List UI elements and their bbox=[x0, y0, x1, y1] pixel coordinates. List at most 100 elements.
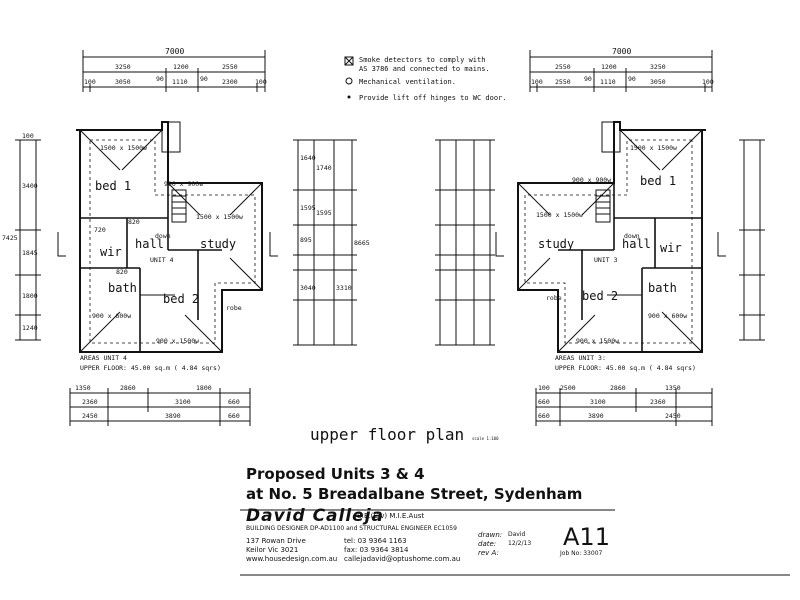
svg-text:900 x 900w: 900 x 900w bbox=[164, 180, 203, 188]
svg-text:2300: 2300 bbox=[222, 78, 238, 86]
drawn-label: drawn: bbox=[478, 531, 503, 539]
address-1: 137 Rowan Drive bbox=[246, 537, 306, 545]
svg-text:down: down bbox=[155, 232, 171, 240]
svg-text:8665: 8665 bbox=[354, 239, 370, 247]
u3-bath: bath bbox=[648, 281, 677, 295]
svg-text:100: 100 bbox=[84, 78, 96, 86]
svg-text:100: 100 bbox=[255, 78, 267, 86]
plan-scale: scale 1:100 bbox=[472, 436, 499, 441]
svg-text:660: 660 bbox=[228, 412, 240, 420]
svg-text:90: 90 bbox=[584, 75, 592, 83]
u4-bed1: bed 1 bbox=[95, 179, 131, 193]
svg-text:2860: 2860 bbox=[610, 384, 626, 392]
svg-text:3040: 3040 bbox=[300, 284, 316, 292]
svg-text:1500 x 1500w: 1500 x 1500w bbox=[630, 144, 677, 152]
designer-role: BUILDING DESIGNER DP-AD1100 and STRUCTUR… bbox=[246, 525, 457, 532]
date-label: date: bbox=[478, 540, 497, 548]
svg-text:1500 x 1500w: 1500 x 1500w bbox=[196, 213, 243, 221]
svg-text:down: down bbox=[624, 232, 640, 240]
svg-text:3250: 3250 bbox=[115, 63, 131, 71]
note-vent: Mechanical ventilation. bbox=[359, 78, 456, 86]
svg-text:900 x 600w: 900 x 600w bbox=[648, 312, 687, 320]
svg-text:robe: robe bbox=[226, 304, 242, 312]
note-hinges: Provide lift off hinges to WC door. bbox=[359, 94, 507, 102]
svg-text:7425: 7425 bbox=[2, 234, 18, 242]
svg-text:1595: 1595 bbox=[300, 204, 316, 212]
phone: tel: 03 9364 1163 bbox=[344, 537, 407, 545]
svg-text:robe: robe bbox=[546, 294, 562, 302]
title-line1: Proposed Units 3 & 4 bbox=[246, 465, 425, 483]
fax: fax: 03 9364 3814 bbox=[344, 546, 409, 554]
svg-text:100: 100 bbox=[702, 78, 714, 86]
svg-text:UNIT 4: UNIT 4 bbox=[150, 256, 174, 264]
svg-text:90: 90 bbox=[628, 75, 636, 83]
svg-text:UNIT 3: UNIT 3 bbox=[594, 256, 618, 264]
svg-text:2450: 2450 bbox=[665, 412, 681, 420]
svg-text:1800: 1800 bbox=[196, 384, 212, 392]
svg-text:1500 x 1500w: 1500 x 1500w bbox=[100, 144, 147, 152]
svg-text:90: 90 bbox=[200, 75, 208, 83]
u4-bed2: bed 2 bbox=[163, 292, 199, 306]
svg-text:1200: 1200 bbox=[601, 63, 617, 71]
address-2: Keilor Vic 3021 bbox=[246, 546, 299, 554]
svg-text:1350: 1350 bbox=[665, 384, 681, 392]
ventilation-icon bbox=[345, 77, 353, 85]
svg-text:1640: 1640 bbox=[300, 154, 316, 162]
svg-text:100: 100 bbox=[22, 132, 34, 140]
u4-wir: wir bbox=[100, 245, 122, 259]
svg-text:90: 90 bbox=[156, 75, 164, 83]
svg-text:1350: 1350 bbox=[75, 384, 91, 392]
svg-text:UPPER FLOOR: 45.00 sq.m ( 4.84: UPPER FLOOR: 45.00 sq.m ( 4.84 sqrs) bbox=[80, 364, 221, 372]
svg-text:895: 895 bbox=[300, 236, 312, 244]
svg-text:3100: 3100 bbox=[590, 398, 606, 406]
drawn-value: David bbox=[508, 531, 526, 538]
date-value: 12/2/13 bbox=[508, 540, 532, 547]
svg-text:3050: 3050 bbox=[650, 78, 666, 86]
u3-study: study bbox=[538, 237, 574, 251]
sheet-number: A11 bbox=[563, 523, 610, 551]
svg-text:1500 x 1500w: 1500 x 1500w bbox=[536, 211, 583, 219]
svg-text:2550: 2550 bbox=[222, 63, 238, 71]
svg-text:100: 100 bbox=[538, 384, 550, 392]
svg-text:AREAS UNIT 4: AREAS UNIT 4 bbox=[80, 354, 127, 362]
svg-text:900 x 600w: 900 x 600w bbox=[92, 312, 131, 320]
website: www.housedesign.com.au bbox=[246, 555, 338, 563]
job-number: Job No: 33007 bbox=[560, 550, 603, 557]
svg-text:1200: 1200 bbox=[173, 63, 189, 71]
svg-text:3310: 3310 bbox=[336, 284, 352, 292]
svg-text:2550: 2550 bbox=[555, 63, 571, 71]
svg-text:UPPER FLOOR: 45.00 sq.m ( 4.84: UPPER FLOOR: 45.00 sq.m ( 4.84 sqrs) bbox=[555, 364, 696, 372]
svg-text:2500: 2500 bbox=[560, 384, 576, 392]
email: callejadavid@optushome.com.au bbox=[344, 555, 461, 563]
svg-text:820: 820 bbox=[128, 218, 140, 226]
svg-text:1595: 1595 bbox=[316, 209, 332, 217]
svg-text:1110: 1110 bbox=[600, 78, 616, 86]
svg-text:660: 660 bbox=[538, 398, 550, 406]
svg-text:1240: 1240 bbox=[22, 324, 38, 332]
svg-text:720: 720 bbox=[94, 226, 106, 234]
rev-label: rev A: bbox=[478, 549, 499, 557]
svg-text:1845: 1845 bbox=[22, 249, 38, 257]
svg-text:3890: 3890 bbox=[588, 412, 604, 420]
designer-name: David Calleja bbox=[246, 506, 385, 526]
svg-text:900 x 1500w: 900 x 1500w bbox=[156, 337, 199, 345]
u4-study: study bbox=[200, 237, 236, 251]
svg-text:3100: 3100 bbox=[175, 398, 191, 406]
u4-bath: bath bbox=[108, 281, 137, 295]
svg-text:7000: 7000 bbox=[612, 47, 631, 56]
svg-text:2550: 2550 bbox=[555, 78, 571, 86]
svg-text:1740: 1740 bbox=[316, 164, 332, 172]
svg-text:660: 660 bbox=[228, 398, 240, 406]
svg-text:1110: 1110 bbox=[172, 78, 188, 86]
u4-top-total: 7000 bbox=[165, 47, 184, 56]
note-smoke-2: AS 3786 and connected to mains. bbox=[359, 65, 490, 73]
svg-text:100: 100 bbox=[531, 78, 543, 86]
svg-text:2450: 2450 bbox=[82, 412, 98, 420]
svg-text:AREAS UNIT 3:: AREAS UNIT 3: bbox=[555, 354, 606, 362]
svg-text:3050: 3050 bbox=[115, 78, 131, 86]
u3-hall: hall bbox=[622, 237, 651, 251]
svg-text:900 x 900w: 900 x 900w bbox=[572, 176, 611, 184]
designer-quals: B.E.(Civ) M.I.E.Aust bbox=[357, 512, 425, 520]
u4-hall: hall bbox=[135, 237, 164, 251]
